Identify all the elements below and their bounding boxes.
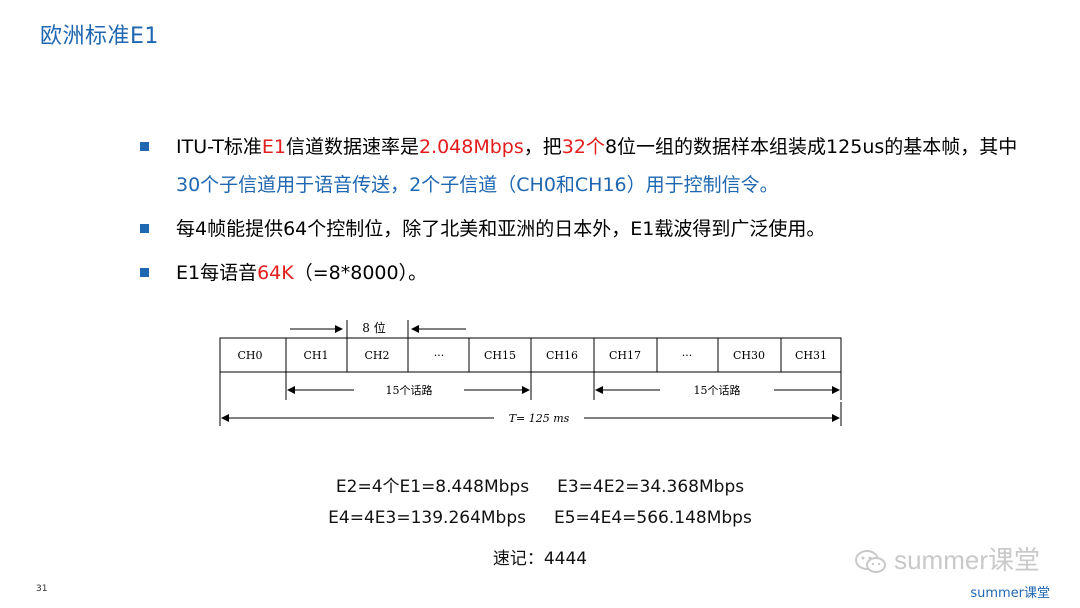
text-segment: ITU-T标准 bbox=[176, 136, 262, 158]
highlight-segment: 30个子信道用于语音传送，2个子信道（CH0和CH16）用于控制信令。 bbox=[176, 174, 779, 196]
span-left-label: 15个话路 bbox=[386, 384, 433, 397]
span-right-label: 15个话路 bbox=[694, 384, 741, 397]
channel-cell: CH31 bbox=[795, 349, 827, 362]
brand-logo-text: summer课堂 bbox=[970, 586, 1050, 601]
formula-line-1: E2=4个E1=8.448Mbps E3=4E2=34.368Mbps bbox=[0, 472, 1080, 497]
wechat-icon bbox=[855, 550, 887, 574]
channel-cell: CH1 bbox=[303, 349, 328, 362]
page-number: 31 bbox=[36, 584, 48, 594]
frame-duration: T= 125 ms bbox=[219, 372, 842, 426]
bullet-list: ITU-T标准E1信道数据速率是2.048Mbps，把32个8位一组的数据样本组… bbox=[140, 128, 1020, 298]
channel-cell: CH17 bbox=[609, 349, 641, 362]
highlight-segment: 32个 bbox=[561, 136, 605, 158]
frame-label: T= 125 ms bbox=[509, 412, 570, 425]
text-segment: E1每语音 bbox=[176, 262, 258, 284]
text-segment: 每4帧能提供64个控制位，除了北美和亚洲的日本外，E1载波得到广泛使用。 bbox=[176, 218, 826, 240]
watermark: summer课堂 bbox=[854, 540, 1040, 577]
e1-frame-diagram: 8 位 CH0 CH1 CH2 ··· CH15 CH16 CH17 ··· C… bbox=[219, 320, 842, 426]
span-left: 15个话路 bbox=[285, 372, 532, 400]
square-bullet-icon bbox=[140, 268, 149, 277]
slide-title: 欧洲标准E1 bbox=[40, 24, 159, 49]
channel-cell: CH2 bbox=[364, 349, 389, 362]
channel-cell: CH0 bbox=[237, 349, 262, 362]
text-segment: ，把 bbox=[523, 136, 562, 158]
formula-e2: E2=4个E1=8.448Mbps bbox=[335, 477, 530, 497]
span-right: 15个话路 bbox=[593, 372, 842, 400]
bullet-item-1: ITU-T标准E1信道数据速率是2.048Mbps，把32个8位一组的数据样本组… bbox=[140, 128, 1020, 204]
text-segment: 8位一组的数据样本组装成125us的基本帧，其中 bbox=[604, 136, 1018, 158]
channel-cell: ··· bbox=[682, 349, 693, 362]
bit-label: 8 位 bbox=[362, 320, 385, 335]
mnemonic: 速记：4444 bbox=[492, 549, 588, 569]
bullet-item-3: E1每语音64K（=8*8000）。 bbox=[140, 254, 1020, 292]
text-segment: 信道数据速率是 bbox=[285, 136, 419, 158]
text-segment: （=8*8000）。 bbox=[293, 262, 428, 284]
highlight-segment: E1 bbox=[261, 136, 286, 158]
bullet-item-2: 每4帧能提供64个控制位，除了北美和亚洲的日本外，E1载波得到广泛使用。 bbox=[140, 210, 1020, 248]
formula-e4: E4=4E3=139.264Mbps bbox=[328, 508, 526, 528]
formula-e5: E5=4E4=566.148Mbps bbox=[554, 508, 752, 528]
watermark-text: summer课堂 bbox=[894, 545, 1040, 575]
channel-cell: CH30 bbox=[733, 349, 765, 362]
channel-cell: CH15 bbox=[484, 349, 516, 362]
formula-line-2: E4=4E3=139.264Mbps E5=4E4=566.148Mbps bbox=[0, 508, 1080, 528]
channel-cell: ··· bbox=[434, 349, 445, 362]
square-bullet-icon bbox=[140, 142, 149, 151]
formula-e3: E3=4E2=34.368Mbps bbox=[557, 477, 745, 497]
highlight-segment: 2.048Mbps bbox=[418, 136, 524, 158]
highlight-segment: 64K bbox=[257, 262, 294, 284]
channel-row: CH0 CH1 CH2 ··· CH15 CH16 CH17 ··· CH30 … bbox=[219, 337, 842, 373]
channel-cell: CH16 bbox=[546, 349, 578, 362]
square-bullet-icon bbox=[140, 224, 149, 233]
